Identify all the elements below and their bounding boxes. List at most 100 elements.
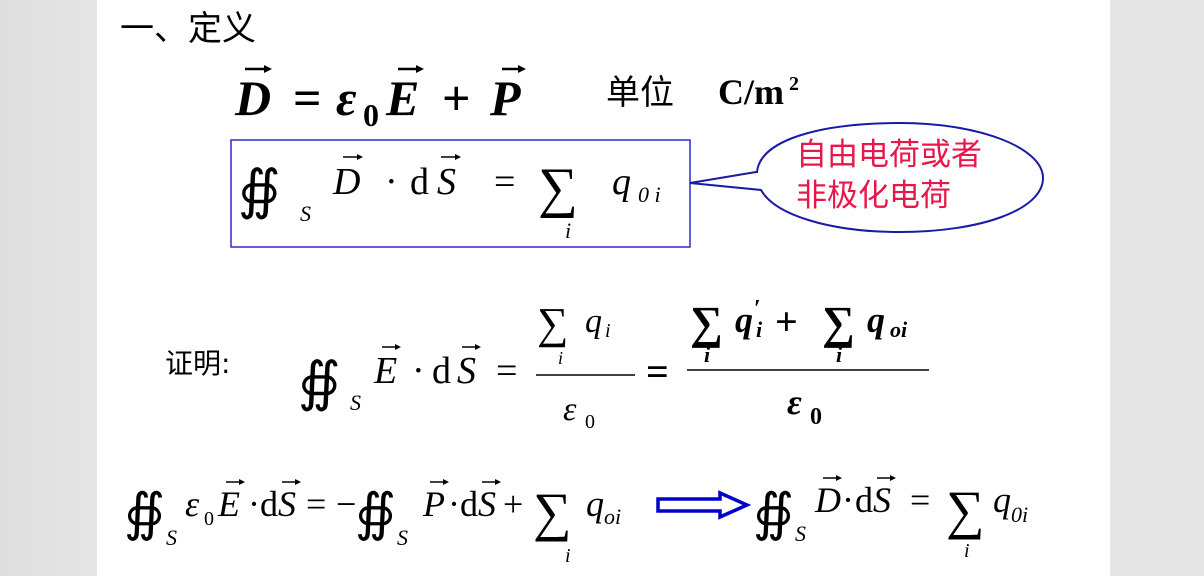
- dot-operator: ·: [842, 480, 854, 520]
- summation-icon: ∑: [822, 297, 855, 348]
- definition-equation: D = ε 0 E + P 单位 C/m 2: [234, 65, 799, 133]
- symbol-q: q: [612, 161, 631, 203]
- vector-arrow-head-icon: [518, 65, 526, 73]
- surface-subscript: S: [795, 521, 806, 546]
- epsilon-subscript: 0: [204, 508, 214, 530]
- dot-operator: ·: [385, 161, 398, 203]
- surface-subscript: S: [350, 390, 361, 415]
- symbol-q: q: [993, 480, 1011, 520]
- symbol-S: S: [457, 350, 476, 392]
- vector-arrow-head-icon: [495, 479, 501, 485]
- unit-exponent: 2: [789, 73, 799, 95]
- symbol-S: S: [437, 161, 456, 203]
- summation-icon: ∑: [690, 297, 723, 348]
- symbol-q: q: [867, 300, 885, 340]
- highlight-box: [230, 139, 691, 248]
- vector-arrow-head-icon: [295, 479, 301, 485]
- symbol-epsilon: ε: [787, 382, 802, 422]
- callout-line-2: 非极化电荷: [796, 178, 951, 214]
- closed-surface-integral-icon: ∯: [238, 160, 281, 220]
- dot-operator: ·: [448, 484, 460, 524]
- vector-arrow-head-icon: [416, 65, 424, 73]
- symbol-S: S: [478, 484, 496, 524]
- epsilon-subscript: 0: [585, 411, 595, 433]
- closed-surface-integral-icon: ∯: [753, 485, 794, 542]
- section-heading: 一、定义: [120, 9, 256, 49]
- q-subscript: 0i: [1011, 502, 1028, 527]
- differential-d: d: [260, 484, 278, 524]
- dot-operator: ·: [412, 350, 425, 392]
- dot-operator: ·: [248, 484, 260, 524]
- unit-label: 单位: [606, 73, 674, 113]
- differential-d: d: [855, 480, 873, 520]
- symbol-epsilon: ε: [336, 70, 357, 126]
- symbol-P: P: [422, 484, 445, 524]
- sum-index: i: [704, 342, 711, 367]
- differential-d: d: [460, 484, 478, 524]
- callout-bubble: 自由电荷或者 非极化电荷: [689, 121, 1045, 234]
- q-subscript: i: [756, 317, 763, 342]
- proof-equation: 证明: ∯ S E · d S = ∑ i q i ε 0 = ∑ i q ′ …: [165, 296, 929, 433]
- q-subscript: i: [605, 320, 611, 342]
- equals-sign: =: [646, 349, 669, 394]
- derivation-equation: ∯ S ε 0 E · d S = − ∯ S P · d S + ∑ i q …: [124, 475, 1028, 567]
- epsilon-subscript: 0: [810, 404, 822, 430]
- vector-arrow-head-icon: [455, 154, 461, 160]
- unit-value: C/m: [718, 72, 784, 112]
- q-subscript: oi: [604, 504, 621, 529]
- symbol-S: S: [278, 484, 296, 524]
- right-margin: [1110, 0, 1204, 576]
- symbol-D: D: [234, 70, 271, 126]
- equals-sign: =: [910, 480, 930, 520]
- sum-index: i: [964, 540, 970, 562]
- sum-index: i: [558, 348, 563, 368]
- proof-label: 证明:: [165, 347, 230, 380]
- summation-icon: ∑: [537, 299, 568, 348]
- vector-arrow-head-icon: [475, 344, 481, 350]
- equals-sign: =: [293, 70, 322, 126]
- vector-arrow-head-icon: [443, 479, 449, 485]
- vector-arrow-head-icon: [890, 475, 896, 481]
- symbol-S: S: [873, 480, 891, 520]
- prime-mark: ′: [754, 296, 761, 322]
- plus-sign: +: [442, 70, 471, 126]
- minus-sign: −: [336, 484, 356, 524]
- sum-index: i: [565, 218, 571, 243]
- differential-d: d: [410, 161, 429, 203]
- plus-sign: +: [503, 484, 523, 524]
- symbol-D: D: [814, 480, 841, 520]
- symbol-E: E: [385, 70, 419, 126]
- sum-index: i: [565, 545, 571, 567]
- symbol-q: q: [585, 303, 602, 340]
- surface-subscript: S: [166, 525, 177, 550]
- gauss-law-box: ∯ S D · d S = ∑ i q 0 i: [230, 139, 691, 248]
- epsilon-subscript: 0: [363, 97, 379, 133]
- surface-subscript: S: [397, 525, 408, 550]
- summation-icon: ∑: [538, 157, 578, 219]
- vector-arrow-head-icon: [357, 154, 363, 160]
- vector-arrow-head-icon: [264, 65, 272, 73]
- summation-icon: ∑: [533, 482, 572, 542]
- surface-subscript: S: [300, 201, 311, 226]
- symbol-D: D: [332, 161, 360, 203]
- symbol-E: E: [217, 484, 240, 524]
- closed-surface-integral-icon: ∯: [355, 485, 396, 542]
- symbol-q-prime: q: [735, 300, 753, 340]
- equals-sign: =: [306, 484, 326, 524]
- equals-sign: =: [494, 161, 515, 203]
- speech-bubble-shape: [689, 121, 1045, 234]
- differential-d: d: [432, 350, 451, 392]
- symbol-E: E: [373, 350, 397, 392]
- q-subscript: 0 i: [638, 182, 661, 207]
- plus-sign: +: [775, 299, 798, 344]
- symbol-q: q: [586, 484, 604, 524]
- closed-surface-integral-icon: ∯: [298, 352, 341, 412]
- symbol-epsilon: ε: [563, 391, 577, 428]
- sum-index: i: [836, 342, 843, 367]
- equals-sign: =: [496, 350, 517, 392]
- symbol-epsilon: ε: [185, 484, 200, 524]
- symbol-P: P: [489, 70, 521, 126]
- q-subscript: oi: [890, 317, 908, 342]
- slide-canvas: [97, 0, 1110, 576]
